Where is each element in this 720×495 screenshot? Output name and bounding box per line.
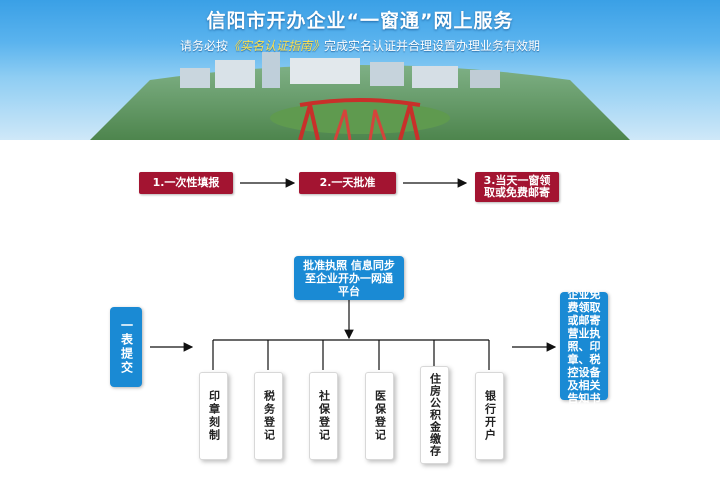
task-label: 住房公积金缴存 xyxy=(428,373,442,457)
task-label: 税务登记 xyxy=(262,390,276,442)
task-seal-engraving: 印章刻制 xyxy=(199,372,228,460)
guide-link[interactable]: 《实名认证指南》 xyxy=(227,39,324,53)
step-same-day-pickup: 3.当天一窗领取或免费邮寄 xyxy=(475,172,559,202)
step-approve-one-day: 2.一天批准 xyxy=(299,172,396,194)
task-housing-fund: 住房公积金缴存 xyxy=(420,366,449,464)
task-social-security: 社保登记 xyxy=(309,372,338,460)
approval-box: 批准执照 信息同步至企业开办一网通平台 xyxy=(294,256,404,300)
submit-form-label: 一表提交 xyxy=(119,319,134,375)
result-box: 企业免费领取或邮寄营业执照、印章、税控设备及相关告知书 xyxy=(560,288,608,405)
page-subtitle: 请务必按《实名认证指南》完成实名认证并合理设置办理业务有效期 xyxy=(0,37,720,54)
task-medical-insurance: 医保登记 xyxy=(365,372,394,460)
submit-form-box: 一表提交 xyxy=(110,307,142,387)
task-label: 社保登记 xyxy=(317,390,331,442)
task-label: 银行开户 xyxy=(483,390,497,442)
city-aerial-image xyxy=(90,52,630,140)
step-fill-once: 1.一次性填报 xyxy=(139,172,233,194)
task-label: 印章刻制 xyxy=(207,390,221,442)
subtitle-suffix: 完成实名认证并合理设置办理业务有效期 xyxy=(324,39,541,53)
header-banner: 信阳市开办企业“一窗通”网上服务 请务必按《实名认证指南》完成实名认证并合理设置… xyxy=(0,0,720,140)
task-tax-registration: 税务登记 xyxy=(254,372,283,460)
page-title: 信阳市开办企业“一窗通”网上服务 xyxy=(206,10,514,32)
task-label: 医保登记 xyxy=(373,390,387,442)
subtitle-prefix: 请务必按 xyxy=(179,39,228,53)
task-bank-account: 银行开户 xyxy=(475,372,504,460)
